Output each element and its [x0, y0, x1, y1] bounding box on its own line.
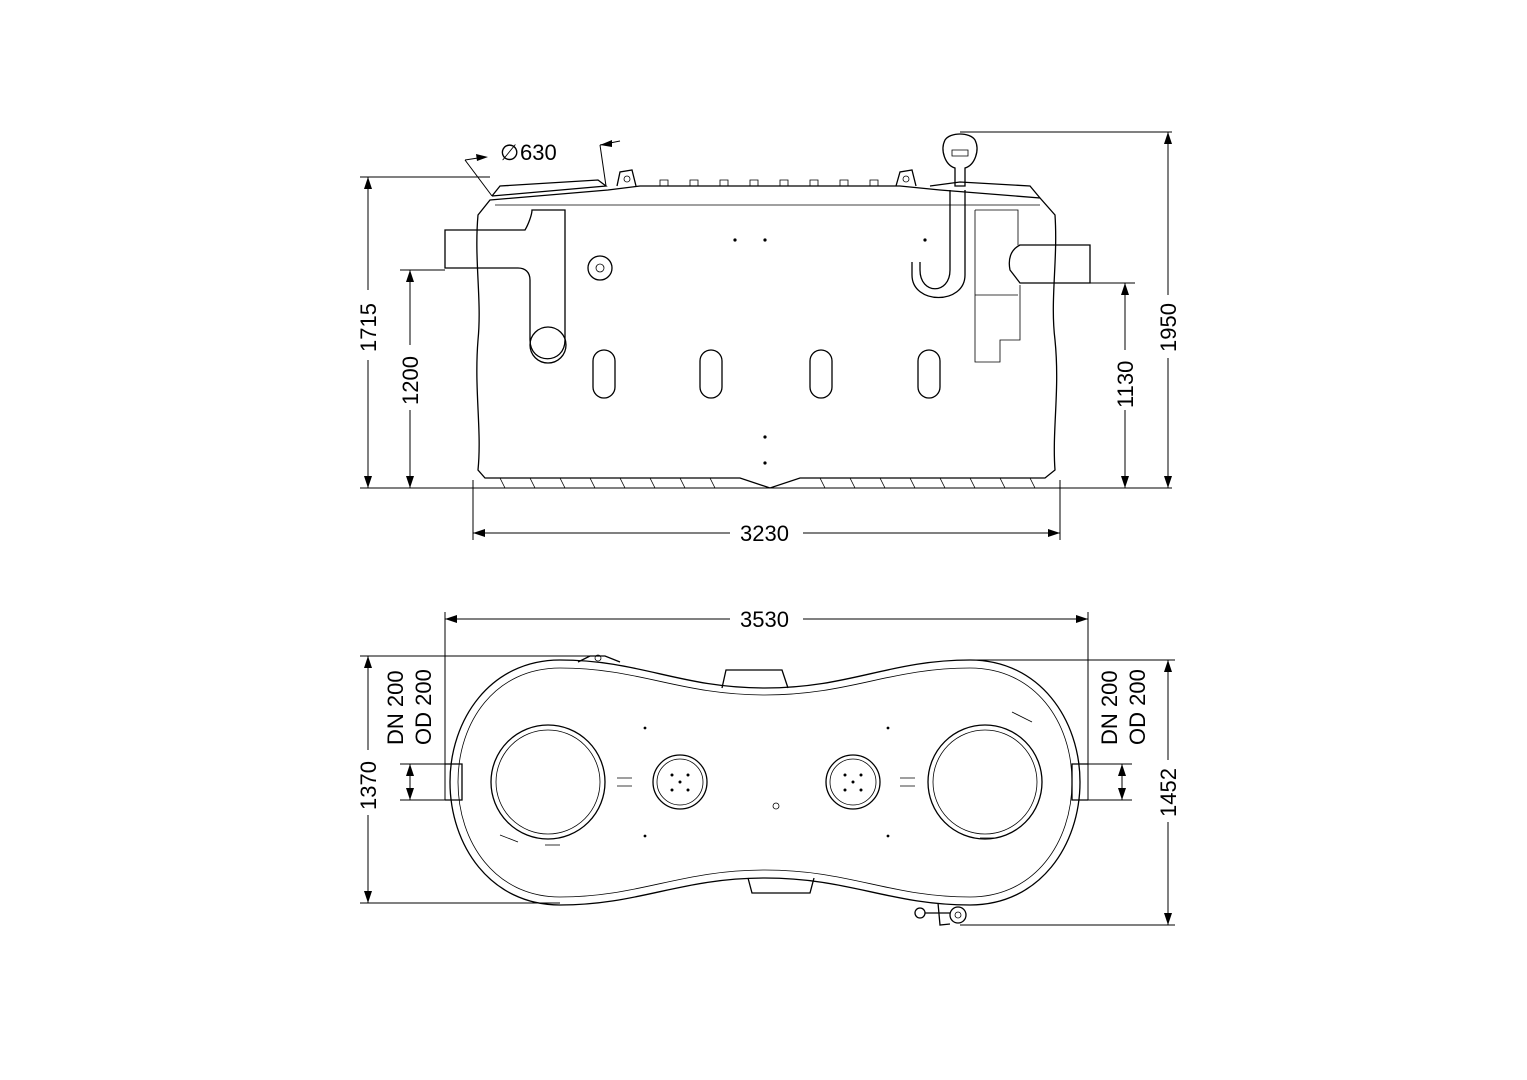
lifting-eye-right [895, 169, 917, 187]
top-fitting-hole [594, 654, 602, 662]
dim-label-inlet-od: OD 200 [411, 669, 436, 745]
top-dots [643, 726, 890, 838]
side-view: ∅ 630 1715 1200 1130 [356, 131, 1181, 546]
window-2 [699, 349, 723, 399]
bottom-lug [747, 877, 815, 894]
diameter-symbol: ∅ [500, 140, 519, 165]
top-lug [721, 669, 789, 689]
dim-height-1715: 1715 [356, 176, 490, 488]
dim-label-1370: 1370 [356, 761, 381, 810]
manhole-right [927, 724, 1043, 840]
dim-height-1130: 1130 [1090, 282, 1138, 488]
manhole-left-inner [495, 729, 601, 835]
dim-inlet-dn: DN 200 OD 200 [383, 669, 445, 801]
window-1 [592, 349, 616, 399]
center-hole [772, 802, 780, 810]
bottom-feet [499, 477, 1036, 489]
dim-label-1452: 1452 [1156, 768, 1181, 817]
center-marks [617, 777, 915, 787]
window-4 [917, 349, 941, 399]
dim-label-1950: 1950 [1156, 303, 1181, 352]
tank-body-top-inner [457, 667, 1073, 898]
dim-label-outlet-dn: DN 200 [1097, 670, 1122, 745]
bottom-sampling-fitting [914, 902, 967, 926]
sampling-device [942, 133, 978, 187]
inlet-elbow [529, 326, 567, 364]
dim-outlet-dn: DN 200 OD 200 [1088, 669, 1150, 801]
dim-width-1452: 1452 [960, 659, 1181, 926]
cover-holes [670, 773, 863, 792]
dim-height-1950: 1950 [960, 131, 1181, 488]
sampling-pipe [911, 190, 966, 298]
tank-body-side [476, 185, 1058, 489]
manhole-left [490, 724, 606, 840]
stamps [499, 711, 1033, 846]
inlet-stub [445, 763, 463, 801]
manhole-cover-left [491, 179, 608, 197]
dim-manhole-diameter: ∅ 630 [464, 140, 621, 197]
vent-fitting [587, 255, 613, 281]
dim-length-3530: 3530 [444, 607, 1089, 800]
dim-label-1200: 1200 [398, 356, 423, 405]
outlet-baffle [974, 209, 1021, 363]
inspection-cover-left [652, 754, 708, 810]
dim-width-1370: 1370 [356, 655, 598, 904]
sampling-inner [951, 149, 969, 157]
bolt-dots [733, 238, 927, 465]
outlet-stub [1071, 763, 1088, 801]
lifting-eye-left [616, 169, 637, 187]
vent-fitting-center [595, 263, 605, 273]
lifting-eye-hole-right [902, 175, 910, 183]
window-3 [809, 349, 833, 399]
dim-label-outlet-od: OD 200 [1125, 669, 1150, 745]
dim-label-inlet-dn: DN 200 [383, 670, 408, 745]
inspection-cover-left-inner [656, 758, 704, 806]
dim-label-630: 630 [520, 140, 557, 165]
dim-length-3230: 3230 [472, 480, 1061, 546]
manhole-cover-right [929, 181, 1041, 199]
tank-body-top [449, 659, 1081, 906]
inlet-pipe [444, 209, 566, 360]
top-view: 3530 1370 DN 200 OD 200 [356, 607, 1181, 926]
inspection-cover-right [825, 754, 881, 810]
manhole-right-inner [932, 729, 1038, 835]
lifting-eye-hole-left [623, 175, 631, 183]
inspection-cover-right-inner [829, 758, 877, 806]
outlet-pipe [1008, 244, 1091, 284]
dim-label-3230: 3230 [740, 521, 789, 546]
dim-label-3530: 3530 [740, 607, 789, 632]
dim-height-1200: 1200 [398, 269, 445, 488]
dim-label-1715: 1715 [356, 303, 381, 352]
top-ribs [659, 179, 879, 186]
dim-label-1130: 1130 [1113, 361, 1138, 408]
